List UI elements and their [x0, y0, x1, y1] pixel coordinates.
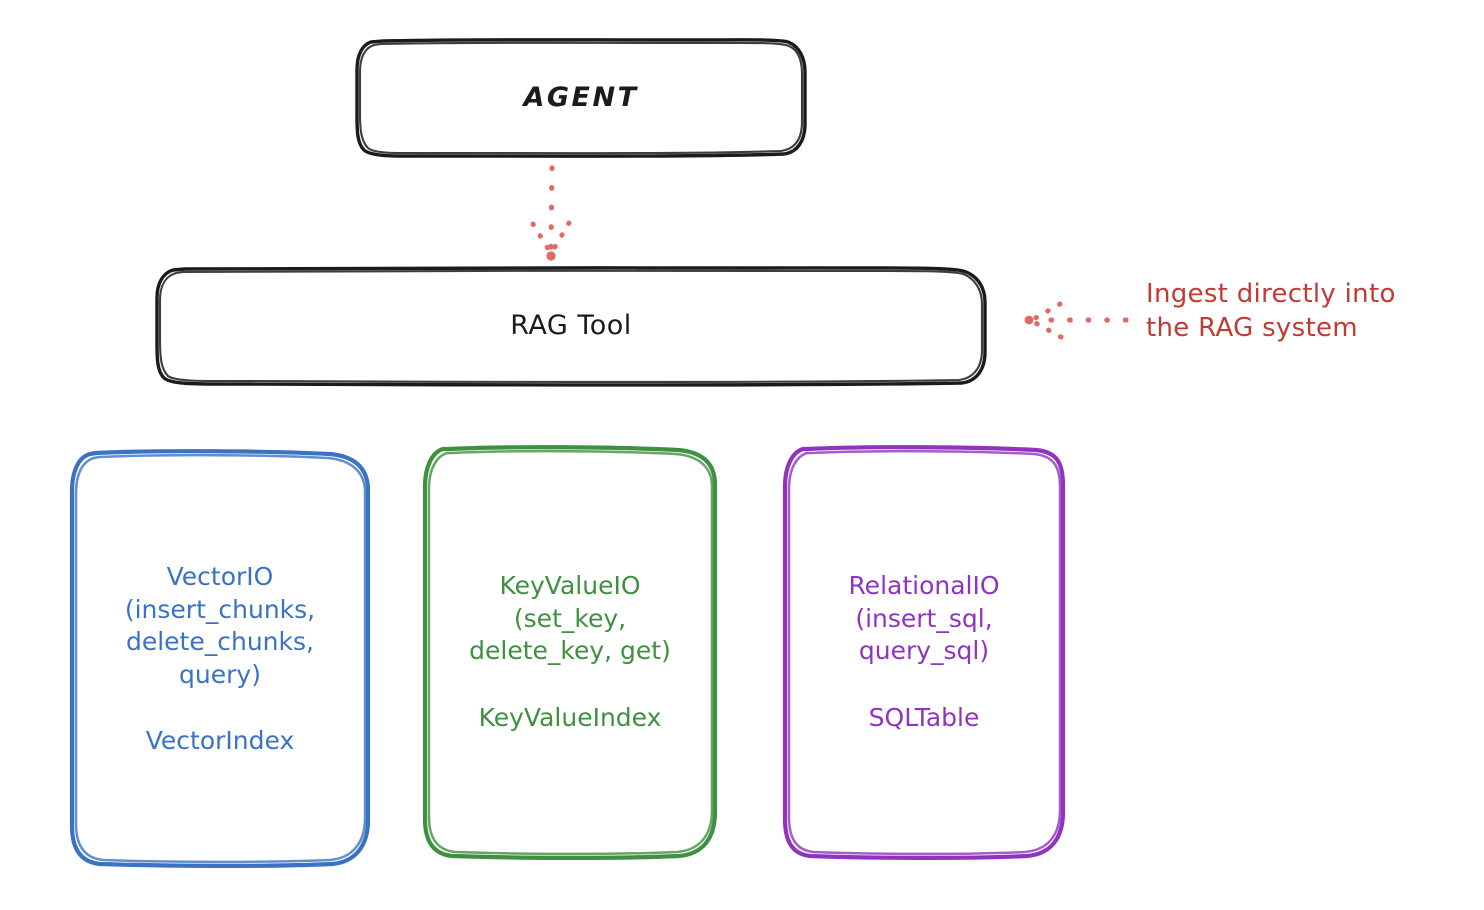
relational-io-box-outline — [782, 445, 1066, 860]
agent-to-rag-arrow — [530, 165, 572, 261]
agent-label: AGENT — [523, 81, 639, 113]
vector-io-box-outline — [69, 449, 371, 868]
rag-tool-label: RAG Tool — [510, 309, 632, 341]
vector-index-label: VectorIndex — [145, 726, 295, 755]
key-value-io-box-outline — [422, 445, 718, 860]
key-value-io-node[interactable]: KeyValueIO (set_key, delete_key, get) Ke… — [425, 448, 715, 856]
sql-table-label: SQLTable — [868, 702, 980, 732]
vector-io-node[interactable]: VectorIO (insert_chunks, delete_chunks, … — [72, 452, 368, 866]
rag-tool-node[interactable]: RAG Tool — [157, 268, 985, 384]
key-value-io-label: KeyValueIO (set_key, delete_key, get) — [469, 571, 671, 666]
ingest-annotation-label: Ingest directly into the RAG system — [1146, 279, 1396, 343]
key-value-index-label: KeyValueIndex — [478, 702, 662, 732]
agent-box-outline — [355, 38, 807, 158]
agent-node[interactable]: AGENT — [357, 40, 805, 156]
vector-io-label: VectorIO (insert_chunks, delete_chunks, … — [124, 562, 316, 689]
ingest-to-rag-arrow — [1024, 301, 1129, 340]
rag-tool-box-outline — [155, 266, 987, 387]
agent-to-rag-edge[interactable] — [528, 160, 580, 266]
ingest-to-rag-edge[interactable] — [1018, 300, 1136, 340]
relational-io-node[interactable]: RelationalIO (insert_sql, query_sql) SQL… — [785, 448, 1063, 856]
relational-io-label: RelationalIO (insert_sql, query_sql) — [848, 571, 1000, 666]
